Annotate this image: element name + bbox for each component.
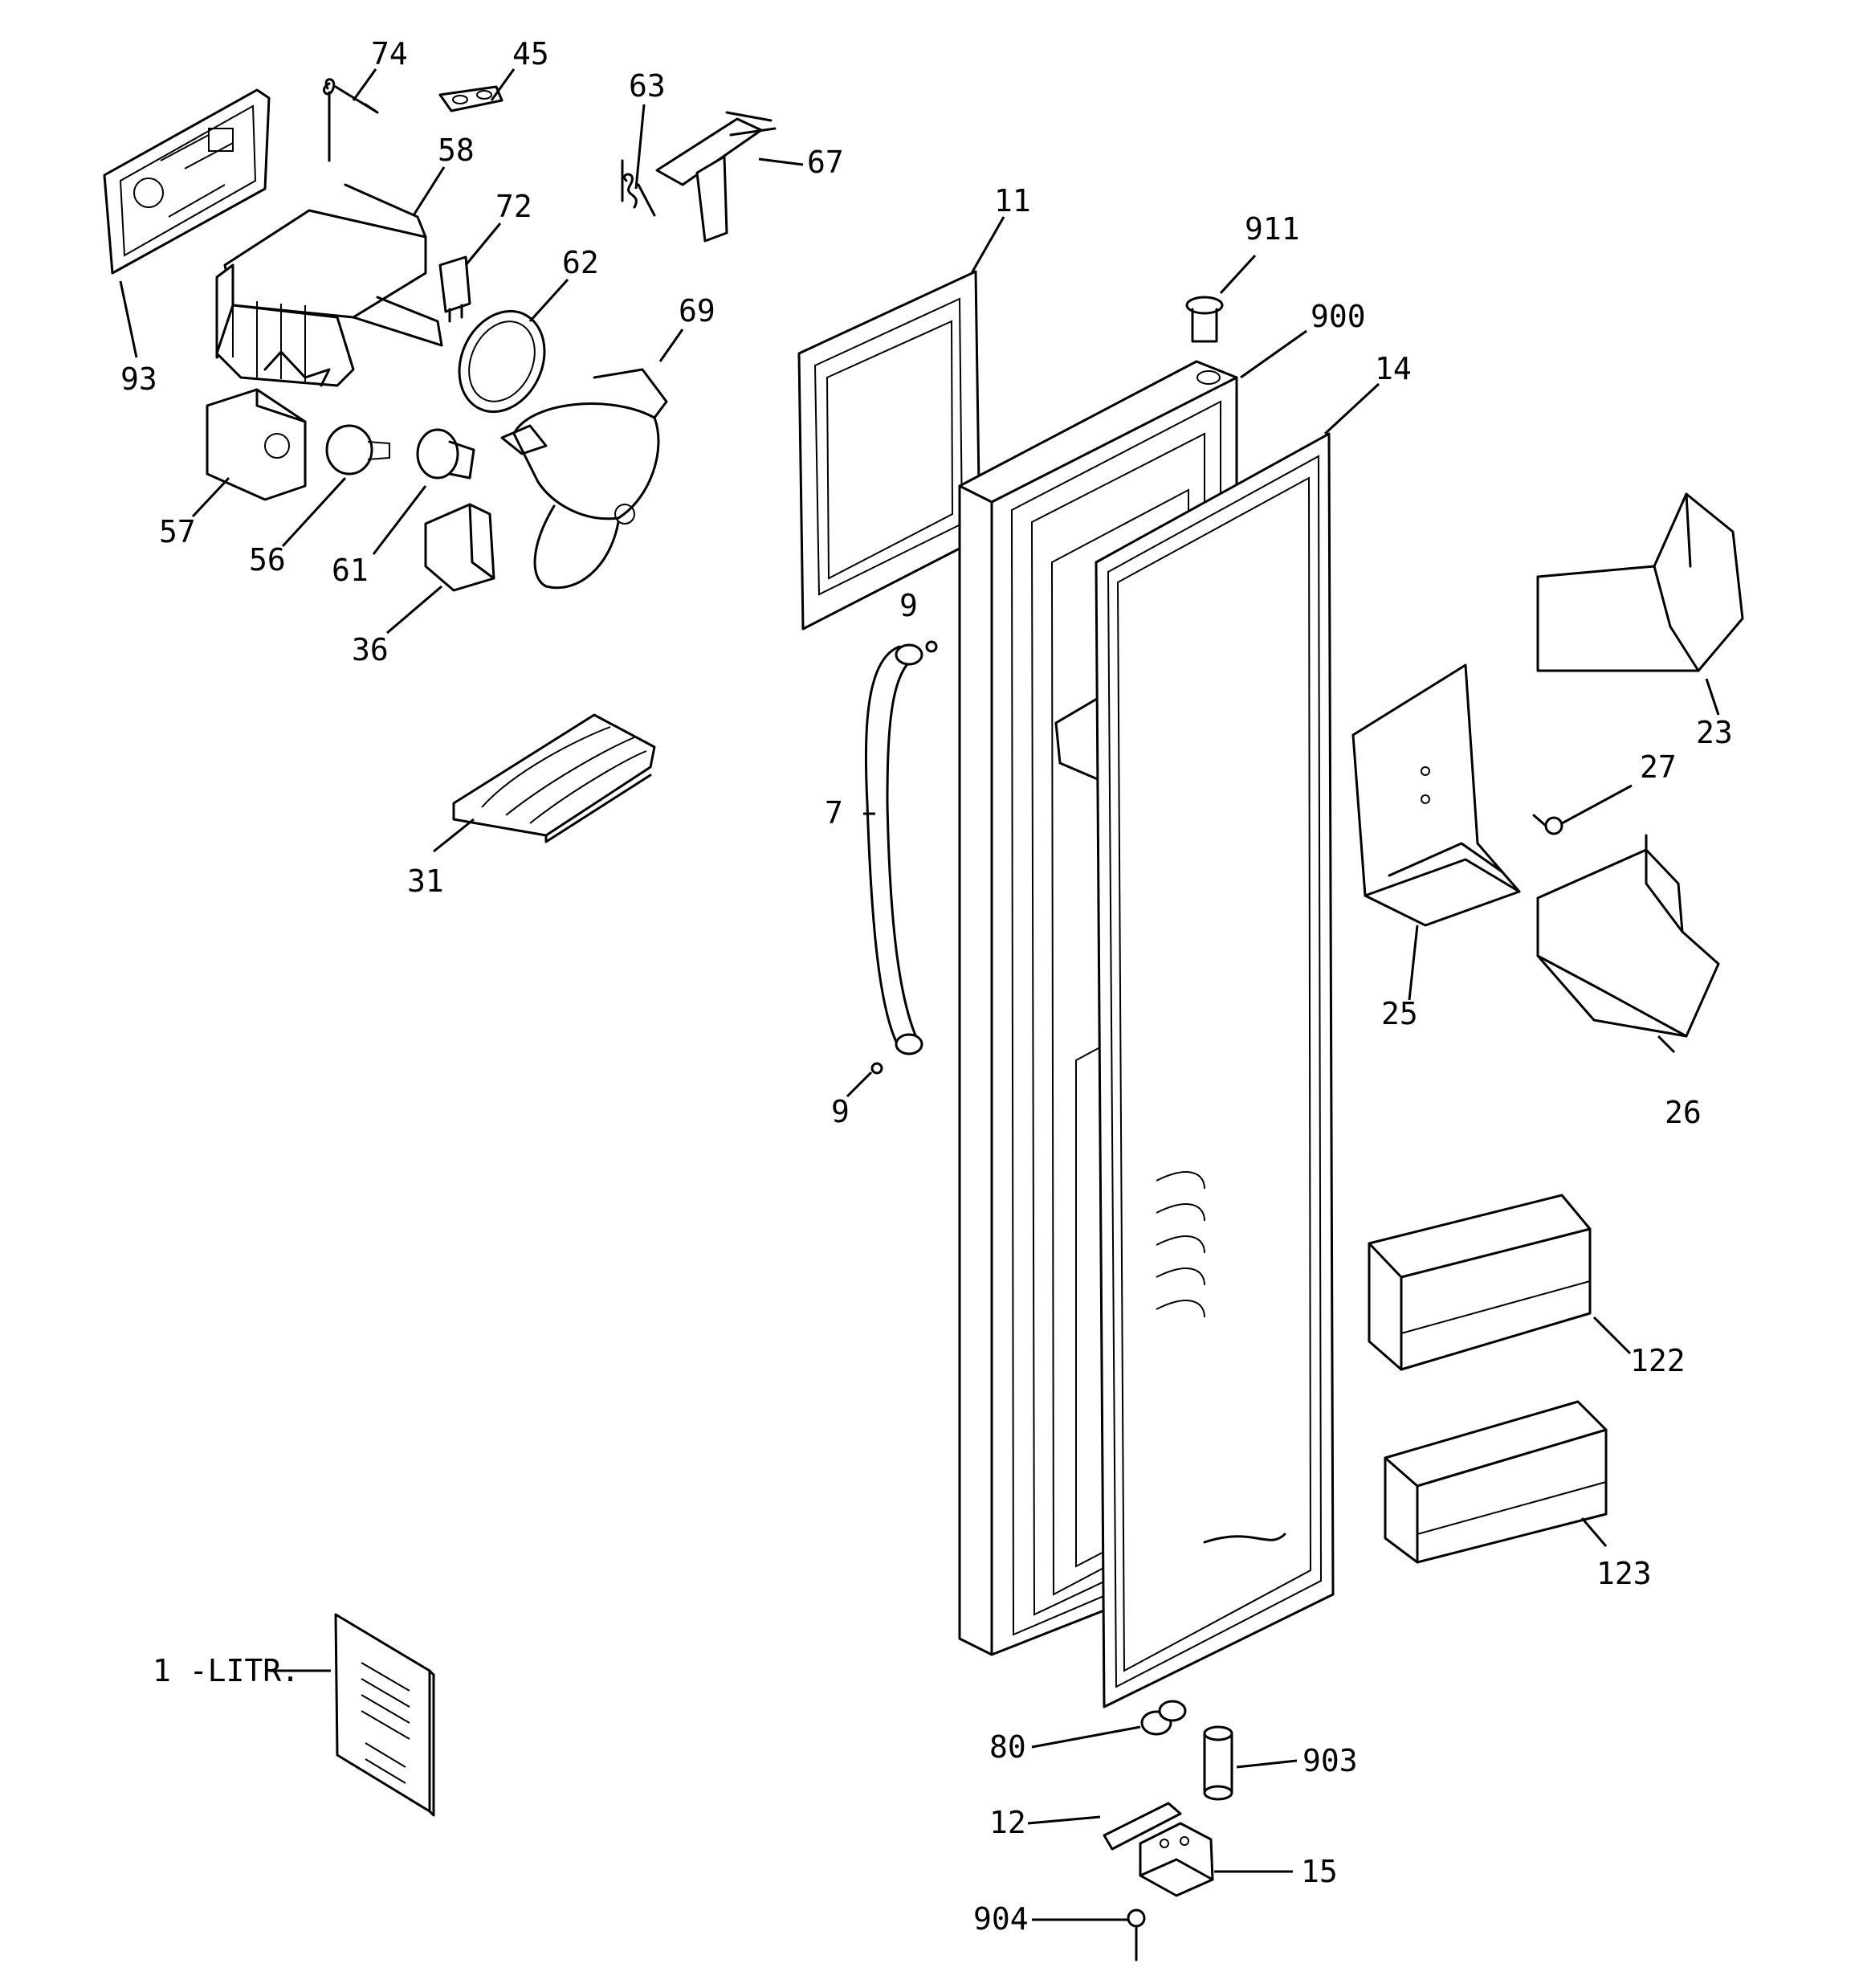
part-dispenser-frame-11	[797, 270, 981, 631]
label-45: 45	[512, 36, 549, 71]
label-23: 23	[1696, 715, 1733, 750]
part-handle-7	[864, 643, 923, 1055]
label-11: 11	[994, 183, 1031, 218]
label-12: 12	[989, 1805, 1026, 1840]
part-gasket-14	[1095, 432, 1335, 1708]
part-screw-9-bottom	[870, 1062, 883, 1075]
part-door-bin-123	[1384, 1400, 1608, 1564]
part-solenoid-36	[424, 503, 495, 592]
part-pin-903	[1203, 1725, 1233, 1801]
label-69: 69	[679, 293, 715, 329]
label-72: 72	[495, 189, 532, 224]
part-hinge-plate-12	[1103, 1802, 1182, 1851]
part-spring-74	[323, 78, 379, 162]
label-123: 123	[1596, 1556, 1652, 1591]
part-coupler-61	[416, 428, 475, 480]
part-screw-9-top	[925, 640, 938, 653]
leader-lines	[119, 68, 1720, 1921]
part-switch-72	[438, 255, 471, 323]
part-door-bin-122	[1368, 1194, 1592, 1371]
label-9-bottom: 9	[831, 1094, 850, 1129]
part-hinge-15	[1139, 1822, 1214, 1897]
part-labels: 74 45 63 67 58 72 62 69 93 57 56 61 36 3…	[120, 36, 1733, 1937]
label-25: 25	[1381, 996, 1418, 1031]
part-ring-62	[458, 309, 546, 414]
label-56: 56	[249, 542, 286, 578]
label-63: 63	[629, 68, 666, 104]
part-auger-56	[325, 424, 390, 476]
label-14: 14	[1375, 351, 1412, 386]
part-plug-80	[1140, 1700, 1187, 1736]
label-1-litr: 1 -LITR.	[153, 1653, 300, 1688]
part-spring-63	[621, 159, 656, 217]
part-motor-cover-57	[206, 388, 307, 501]
label-62: 62	[562, 245, 599, 280]
part-control-board	[103, 88, 271, 275]
part-literature-1	[334, 1613, 435, 1817]
label-26: 26	[1665, 1095, 1702, 1130]
label-7: 7	[825, 795, 843, 831]
label-27: 27	[1640, 749, 1677, 785]
label-67: 67	[807, 145, 844, 180]
label-93: 93	[120, 361, 157, 397]
part-drip-tray-31	[452, 713, 656, 843]
part-cap-23	[1536, 492, 1744, 672]
part-shelf-25	[1351, 663, 1521, 927]
part-ice-chute-69	[500, 368, 668, 590]
label-80: 80	[989, 1729, 1026, 1765]
part-bracket-45	[438, 85, 503, 112]
part-screw-27	[1532, 814, 1563, 835]
label-911: 911	[1245, 211, 1300, 247]
part-bushing-911	[1185, 296, 1224, 343]
label-31: 31	[407, 863, 444, 899]
label-122: 122	[1630, 1343, 1686, 1378]
label-36: 36	[352, 632, 389, 667]
label-9-top: 9	[899, 588, 918, 623]
label-900: 900	[1311, 299, 1366, 334]
label-15: 15	[1301, 1854, 1338, 1889]
label-57: 57	[159, 514, 196, 549]
part-lever-67	[655, 111, 777, 243]
part-bin-26	[1536, 834, 1720, 1038]
label-61: 61	[332, 553, 369, 588]
part-screw-904	[1127, 1908, 1146, 1961]
label-58: 58	[438, 133, 475, 168]
part-dispenser-housing	[215, 183, 443, 387]
label-903: 903	[1302, 1743, 1358, 1778]
label-904: 904	[973, 1901, 1029, 1937]
label-74: 74	[371, 36, 408, 71]
